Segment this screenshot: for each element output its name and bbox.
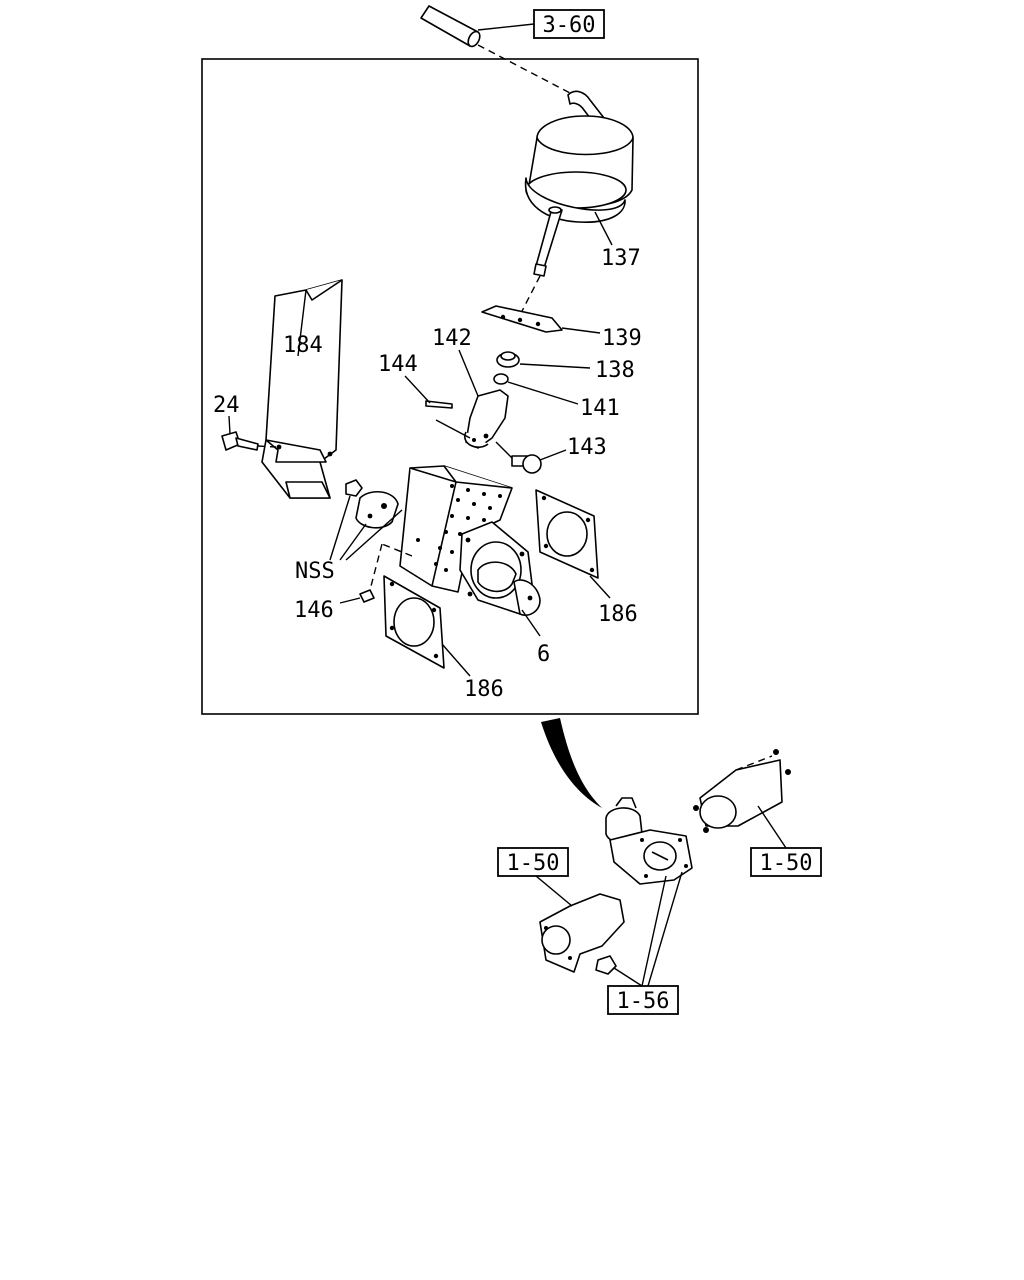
label-6: 6 bbox=[537, 642, 550, 667]
label-137: 137 bbox=[601, 246, 641, 271]
valve-body-part bbox=[399, 465, 513, 593]
label-186-bottom: 186 bbox=[464, 677, 504, 702]
ref-label-1-56: 1-56 bbox=[617, 989, 670, 1014]
actuator-part-137 bbox=[524, 90, 634, 277]
pin-part-144 bbox=[425, 400, 453, 409]
ref-box-1-56[interactable]: 1-56 bbox=[607, 985, 679, 1015]
label-186-right: 186 bbox=[598, 602, 638, 627]
ref-box-1-50-left[interactable]: 1-50 bbox=[497, 847, 569, 877]
gasket-part-186-right bbox=[535, 489, 599, 579]
throttle-flange-part-6 bbox=[459, 521, 541, 616]
gasket-part-186-bottom bbox=[383, 575, 445, 669]
ref-label-1-50-left: 1-50 bbox=[507, 851, 560, 876]
pivot-pin-part-143 bbox=[511, 454, 542, 474]
ref-box-3-60[interactable]: 3-60 bbox=[533, 9, 605, 39]
label-138: 138 bbox=[595, 358, 635, 383]
ref-label-1-50-right: 1-50 bbox=[760, 851, 813, 876]
bolt-part-24 bbox=[221, 431, 259, 451]
nss-nut-part bbox=[345, 479, 363, 497]
nss-plate-part bbox=[355, 491, 399, 529]
label-nss: NSS bbox=[295, 559, 335, 584]
screw-part-146 bbox=[359, 589, 375, 603]
hose-part bbox=[420, 5, 571, 94]
overview-pipe-right bbox=[693, 749, 791, 833]
ref-box-1-50-right[interactable]: 1-50 bbox=[750, 847, 822, 877]
overview-pipe-left bbox=[539, 893, 625, 973]
label-24: 24 bbox=[213, 393, 240, 418]
lever-part-142 bbox=[464, 389, 509, 449]
label-139: 139 bbox=[602, 326, 642, 351]
label-141: 141 bbox=[580, 396, 620, 421]
overview-nut bbox=[595, 955, 617, 975]
bracket-part-139 bbox=[481, 305, 563, 333]
ref-label-3-60: 3-60 bbox=[543, 13, 596, 38]
label-144: 144 bbox=[378, 352, 418, 377]
label-143: 143 bbox=[567, 435, 607, 460]
detail-arrow bbox=[541, 718, 602, 808]
clip-part-141 bbox=[493, 373, 509, 385]
label-142: 142 bbox=[432, 326, 472, 351]
bushing-part-138 bbox=[496, 351, 520, 368]
heat-shield-part-184 bbox=[261, 279, 343, 499]
label-146: 146 bbox=[294, 598, 334, 623]
detail-frame bbox=[201, 58, 699, 715]
label-184: 184 bbox=[283, 333, 323, 358]
overview-valve-assembly bbox=[605, 797, 693, 885]
